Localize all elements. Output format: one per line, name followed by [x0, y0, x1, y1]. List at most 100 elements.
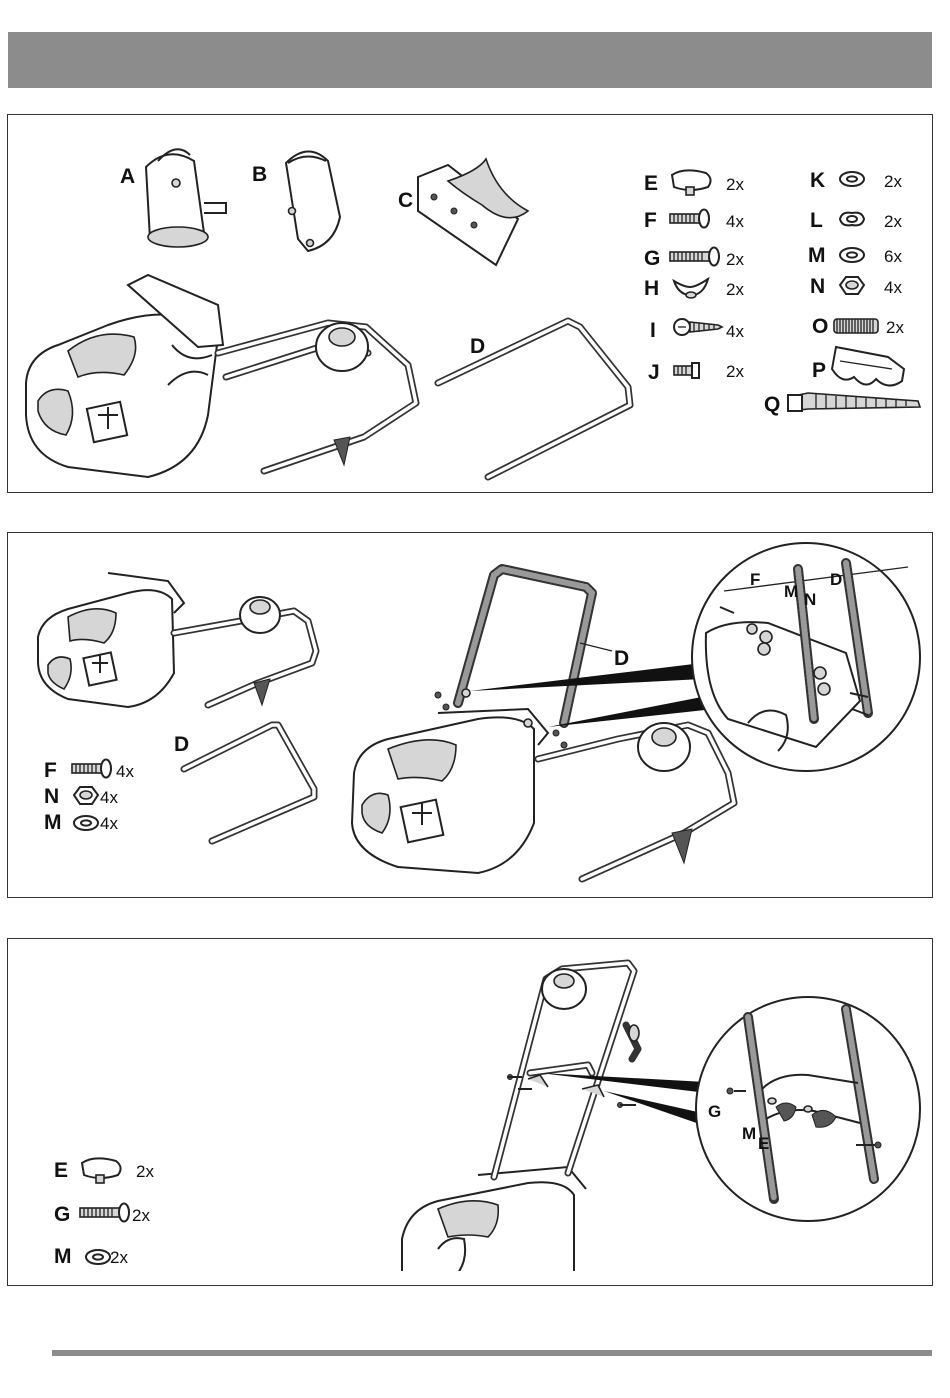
snow-thrower-full: [402, 1167, 586, 1287]
hex-nut-icon: [840, 277, 864, 294]
long-bolt-icon: [670, 248, 719, 266]
long-bolt-icon: [80, 1204, 129, 1222]
svg-text:2x: 2x: [886, 318, 904, 337]
detail-label-f: F: [750, 570, 760, 589]
component-a-label: A: [120, 165, 135, 188]
svg-text:2x: 2x: [132, 1206, 150, 1225]
upper-handle-full: [494, 963, 639, 1177]
detail-label-m: M: [742, 1124, 756, 1143]
svg-text:M: M: [808, 244, 826, 267]
svg-text:4x: 4x: [116, 762, 134, 781]
svg-text:F: F: [644, 209, 657, 232]
svg-text:M: M: [54, 1245, 72, 1268]
detail-label-n: N: [804, 590, 816, 609]
short-bolt-icon: [670, 210, 709, 228]
step2-parts-list: F 4x N 4x M 4x: [44, 759, 134, 834]
parts-list: E 2x F 4x G 2x H 2x I 4x J 2x: [644, 169, 920, 416]
step-fit-handle-panel: D F 4x N 4x M 4x D: [7, 532, 933, 898]
svg-text:L: L: [810, 209, 823, 232]
part-j: J 2x: [648, 361, 744, 384]
component-b-clamp: [286, 151, 340, 251]
part-m: M 6x: [808, 244, 902, 267]
svg-text:2x: 2x: [136, 1162, 154, 1181]
part-g: G 2x: [644, 247, 744, 270]
lower-handle-main: [538, 723, 734, 879]
svg-text:M: M: [44, 811, 62, 834]
part-h: H 2x: [644, 277, 744, 300]
spring-icon: [834, 319, 878, 333]
part-l: L 2x: [810, 209, 902, 232]
parts-overview-drawing: A B C D: [8, 115, 934, 494]
screw-icon: [674, 319, 722, 335]
part-f: F 4x: [644, 209, 744, 232]
svg-text:N: N: [44, 785, 59, 808]
short-bolt-icon: [72, 760, 111, 778]
lower-handle-small: [174, 597, 316, 705]
svg-text:K: K: [810, 169, 825, 192]
svg-text:4x: 4x: [726, 212, 744, 231]
svg-text:I: I: [650, 319, 656, 342]
washer-icon: [86, 1250, 110, 1264]
svg-text:P: P: [812, 359, 826, 382]
main-handle-label: D: [614, 647, 629, 670]
step-fit-knobs-panel: E 2x G 2x M 2x: [7, 938, 933, 1286]
part-q: Q: [764, 393, 920, 416]
svg-text:4x: 4x: [100, 814, 118, 833]
snow-thrower-assembled: [352, 709, 548, 873]
step2-part-n: N 4x: [44, 785, 118, 808]
detail-label-m: M: [784, 582, 798, 601]
part-i: I 4x: [650, 319, 744, 342]
detail-circle: [692, 543, 920, 771]
svg-text:2x: 2x: [726, 250, 744, 269]
detail-label-e: E: [758, 1134, 769, 1153]
flat-washer-icon: [840, 172, 864, 186]
component-c-bracket: [418, 159, 528, 265]
part-e: E 2x: [644, 170, 744, 195]
step3-part-g: G 2x: [54, 1203, 150, 1226]
svg-text:4x: 4x: [884, 278, 902, 297]
svg-text:2x: 2x: [884, 212, 902, 231]
step3-part-e: E 2x: [54, 1158, 154, 1183]
footer-rule: [52, 1350, 932, 1356]
svg-text:H: H: [644, 277, 659, 300]
part-o: O 2x: [812, 315, 904, 338]
svg-text:2x: 2x: [726, 280, 744, 299]
component-d-label: D: [470, 335, 485, 358]
step3-parts-list: E 2x G 2x M 2x: [54, 1158, 154, 1268]
detail-label-g: G: [708, 1102, 721, 1121]
svg-text:2x: 2x: [884, 172, 902, 191]
step2-part-m: M 4x: [44, 811, 118, 834]
snow-thrower-small: [38, 573, 184, 707]
svg-text:2x: 2x: [726, 175, 744, 194]
hex-nut-icon: [74, 787, 98, 804]
washer-icon: [74, 816, 98, 830]
small-bolt-icon: [674, 363, 699, 378]
svg-text:6x: 6x: [884, 247, 902, 266]
header-bar: [8, 32, 932, 88]
component-a-mount: [146, 149, 226, 247]
detail-circle-knobs: [696, 997, 920, 1221]
svg-text:4x: 4x: [100, 788, 118, 807]
component-c-label: C: [398, 189, 413, 212]
svg-text:F: F: [44, 759, 57, 782]
wing-nut-icon: [674, 279, 708, 298]
part-p: P: [812, 347, 904, 386]
svg-text:N: N: [810, 275, 825, 298]
upper-handle-loose: [184, 725, 314, 841]
part-n: N 4x: [810, 275, 902, 298]
step-fit-knobs-drawing: E 2x G 2x M 2x: [8, 939, 934, 1287]
component-d-handle: [438, 321, 630, 477]
washer-icon: [840, 248, 864, 262]
svg-text:2x: 2x: [110, 1248, 128, 1267]
svg-text:G: G: [644, 247, 660, 270]
svg-text:E: E: [54, 1159, 68, 1182]
detail-label-d: D: [830, 570, 842, 589]
parts-overview-panel: A B C D: [7, 114, 933, 493]
shaped-washer-icon: [840, 213, 864, 226]
component-b-label: B: [252, 163, 267, 186]
svg-text:G: G: [54, 1203, 70, 1226]
svg-text:J: J: [648, 361, 660, 384]
part-k: K 2x: [810, 169, 902, 192]
svg-text:O: O: [812, 315, 828, 338]
upper-handle-main: [458, 569, 592, 723]
